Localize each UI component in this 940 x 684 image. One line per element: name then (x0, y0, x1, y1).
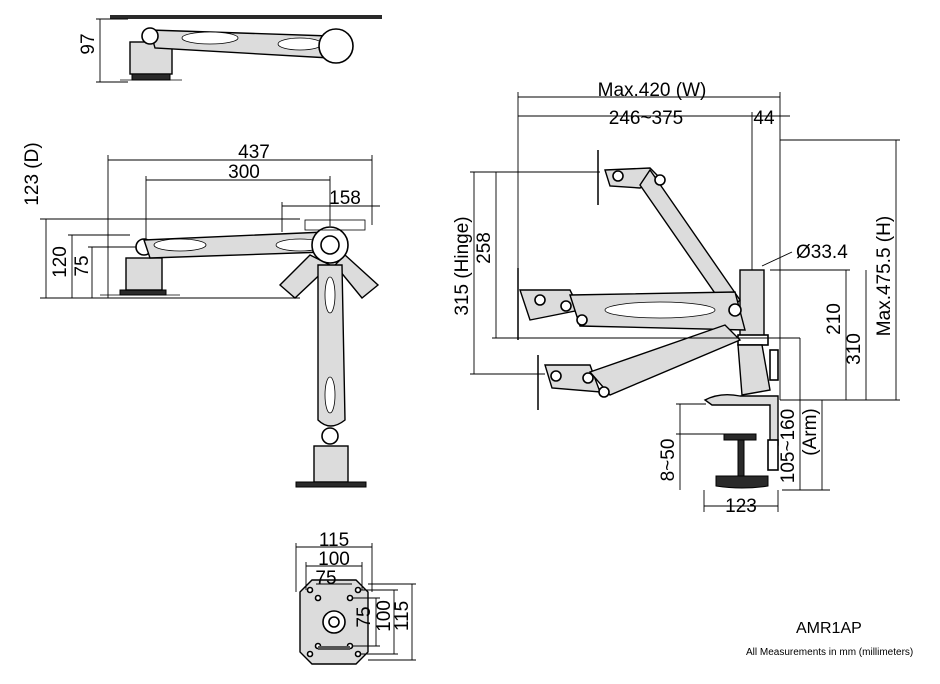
desk-surface-line (110, 15, 382, 19)
dimension-max-width: Max.420 (W) (598, 80, 707, 101)
model-number: AMR1AP (796, 620, 862, 637)
arm-raised (639, 168, 741, 314)
dimension-arm-label: (Arm) (800, 408, 821, 455)
dimension-210: 210 (824, 303, 845, 335)
dimension-clamp-width: 123 (725, 496, 757, 517)
front-view: Max.420 (W) 246~375 44 Ø33.4 315 (Hinge)… (452, 80, 900, 517)
dimension-pole-offset: 44 (753, 108, 775, 129)
side-clamp (125, 257, 163, 291)
arm-lowered (588, 324, 742, 396)
dimension-300: 300 (228, 162, 260, 183)
top-vesa-joint (318, 28, 354, 64)
dimension-clamp-range: 8~50 (658, 439, 679, 482)
vesa-height-75: 75 (354, 606, 375, 627)
side-vertical-arm (317, 264, 346, 427)
dimension-pole-diameter: Ø33.4 (796, 242, 848, 263)
vesa-height-115: 115 (392, 601, 413, 631)
vesa-width-115: 115 (319, 530, 349, 551)
dimension-158: 158 (329, 188, 361, 209)
dimension-258: 258 (474, 232, 495, 264)
side-view: 437 300 158 123 (D) 120 75 (22, 142, 380, 488)
top-clamp-plate (131, 73, 171, 81)
vesa-width-100: 100 (318, 549, 350, 570)
top-view: 97 (78, 15, 382, 83)
dimension-top-height: 97 (78, 33, 99, 54)
dimension-max-height: Max.475.5 (H) (874, 216, 895, 336)
dimension-120: 120 (50, 246, 71, 278)
vesa-plate-view: 115 100 75 75 100 115 (295, 530, 416, 665)
dimension-depth: 123 (D) (22, 142, 43, 205)
dimension-adjust-range: 246~375 (609, 108, 684, 129)
measurement-note: All Measurements in mm (millimeters) (746, 647, 914, 658)
dimension-310: 310 (844, 333, 865, 365)
dimension-hinge: 315 (Hinge) (452, 216, 473, 315)
vesa-height-100: 100 (374, 600, 395, 632)
clamp-screw (737, 439, 745, 477)
dimension-arm-range: 105~160 (778, 409, 799, 484)
dimension-75: 75 (72, 255, 93, 276)
vesa-width-75: 75 (315, 568, 336, 589)
dimension-437: 437 (238, 142, 270, 163)
